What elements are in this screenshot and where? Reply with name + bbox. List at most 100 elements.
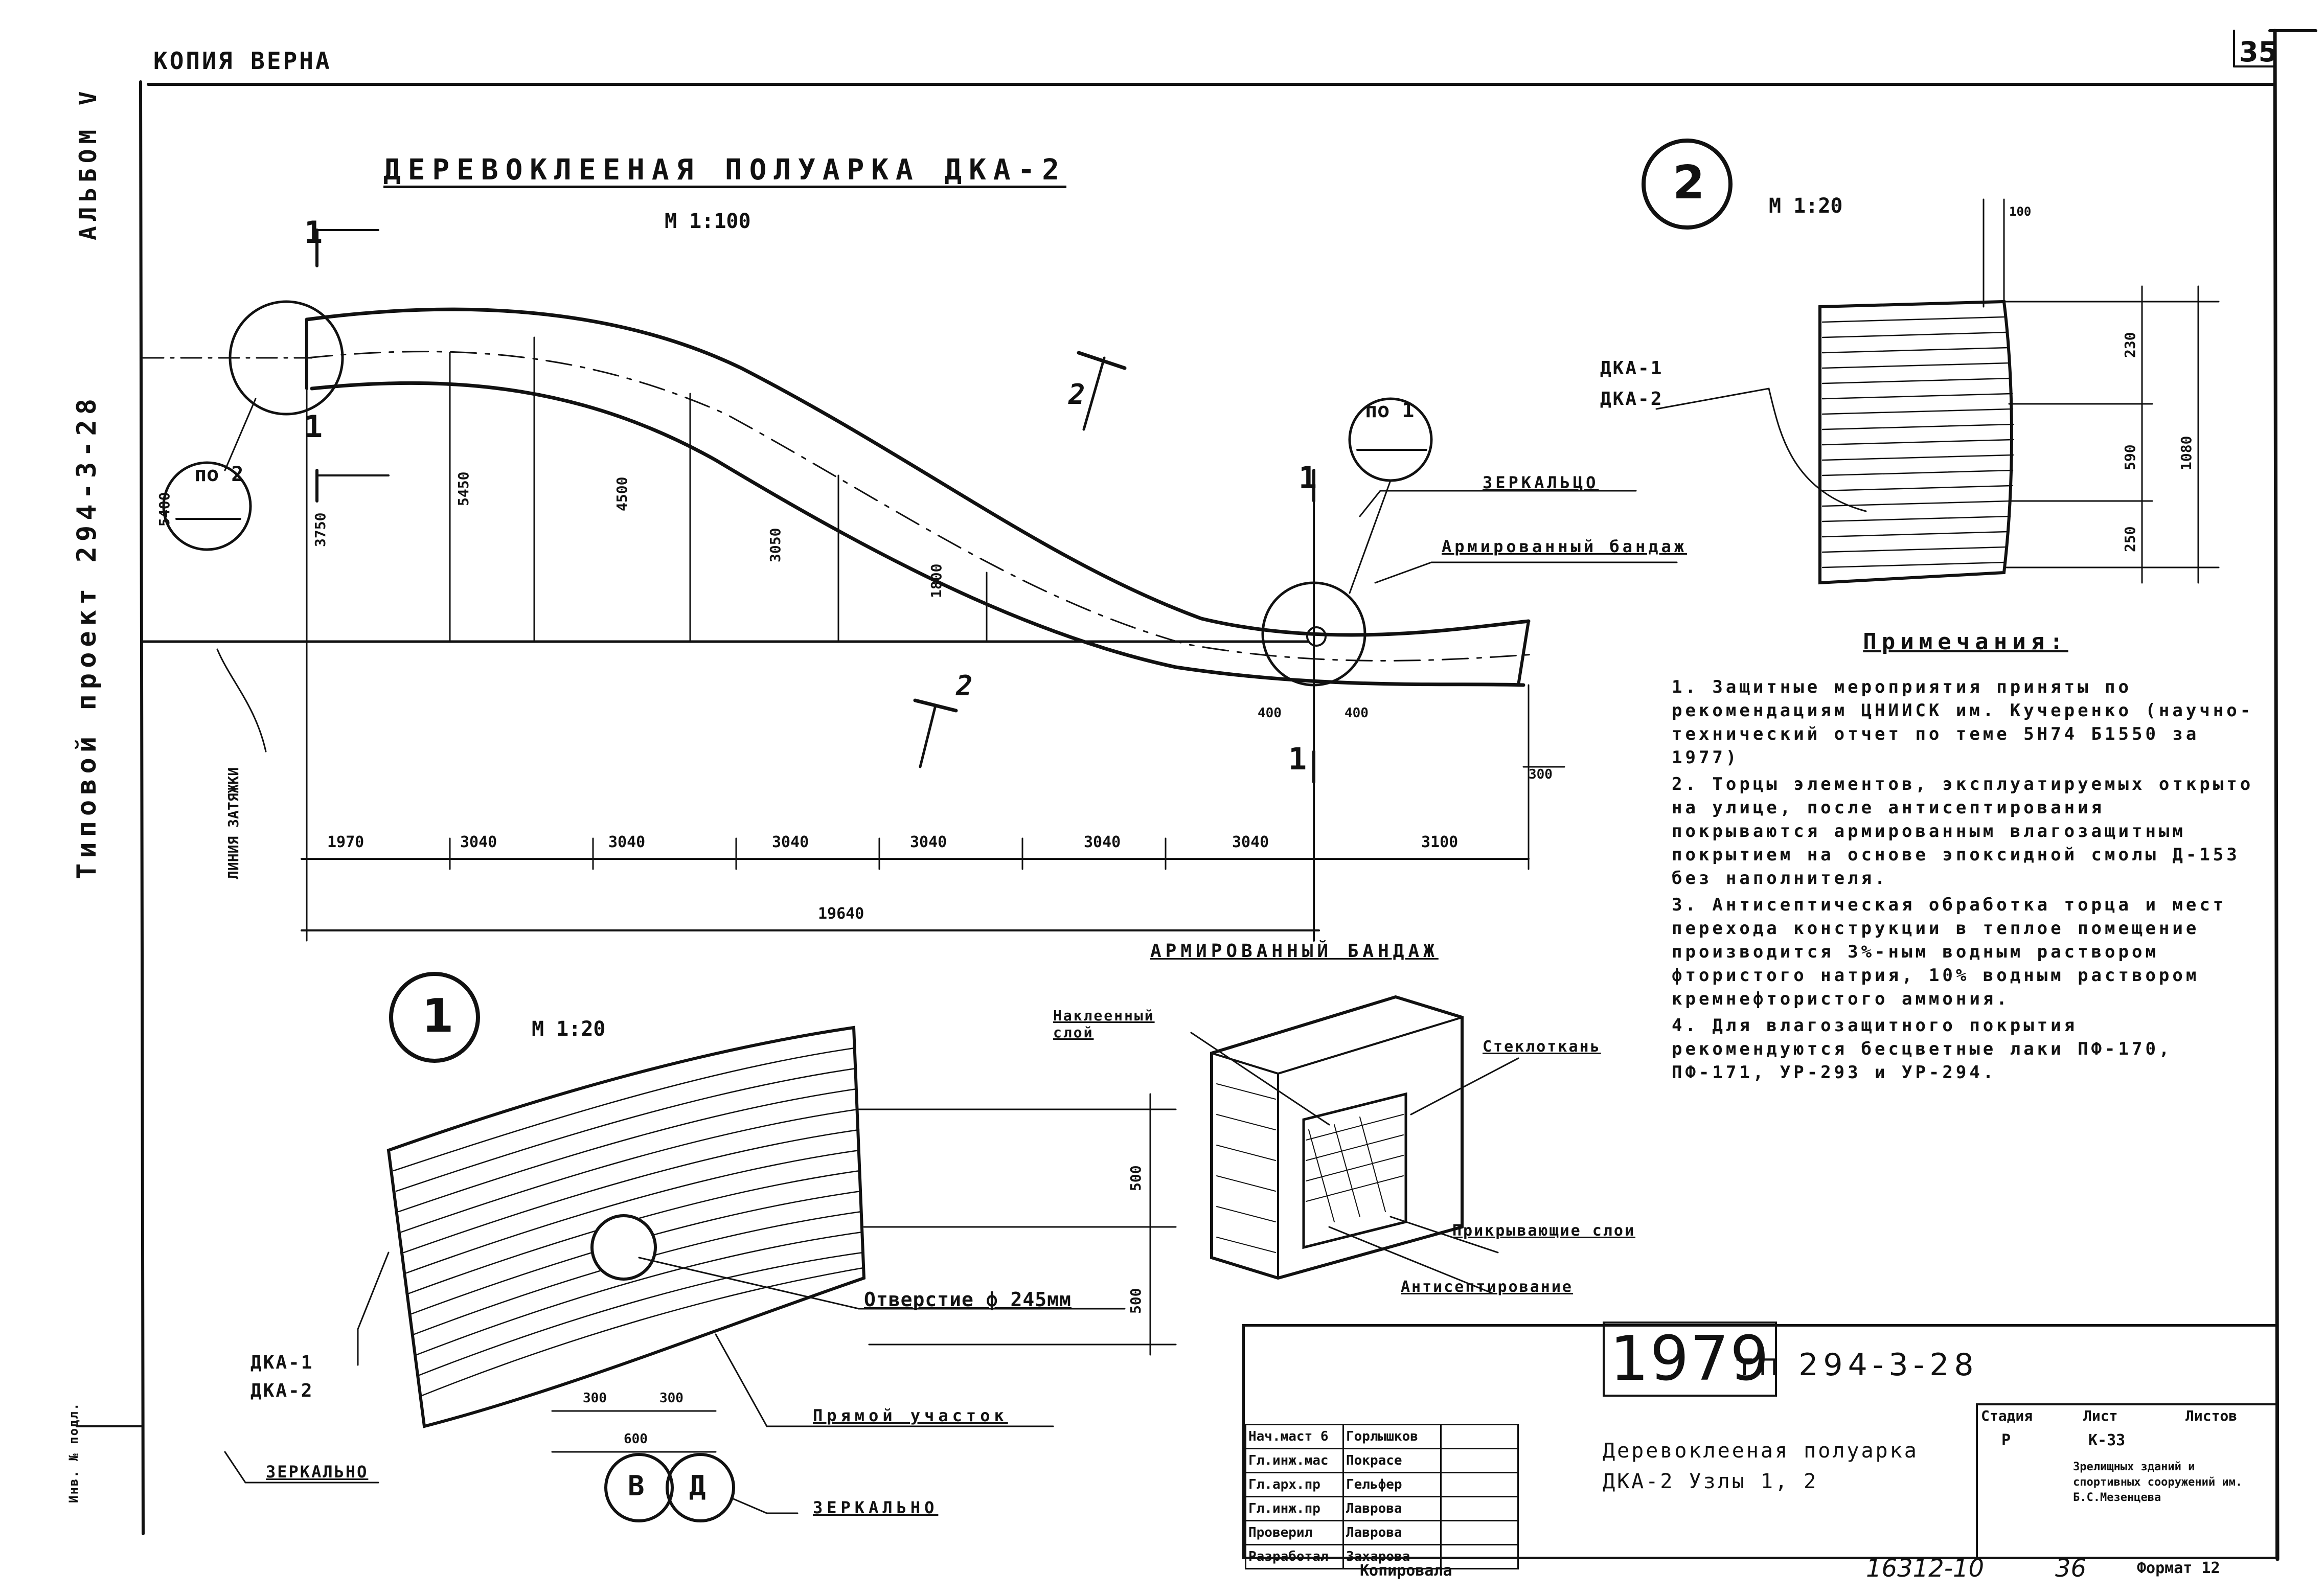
dim-1080: 1080 bbox=[2178, 436, 2195, 470]
dim-5400: 5400 bbox=[156, 492, 173, 527]
dim-3100: 3100 bbox=[1421, 833, 1459, 851]
section-mark-1-right: 1 bbox=[1298, 460, 1317, 496]
ref-po1: по 1 bbox=[1365, 399, 1415, 422]
margin-note: Инв. № подл. bbox=[66, 1402, 81, 1503]
dim-400-b: 400 bbox=[1345, 705, 1369, 721]
inventory-number: 16312-10 bbox=[1866, 1554, 1985, 1583]
dim-total-19640: 19640 bbox=[818, 905, 864, 923]
ref-po2: по 2 bbox=[194, 463, 244, 486]
tb-name: Лаврова bbox=[1342, 1496, 1442, 1521]
dim-500-b: 500 bbox=[1127, 1288, 1144, 1314]
mirror-label-elev: ЗЕРКАЛЬЦО bbox=[1483, 473, 1599, 492]
format-label: Формат 12 bbox=[2137, 1559, 2220, 1577]
tb-name: Покрасе bbox=[1342, 1448, 1442, 1473]
note-item: 2. Торцы элементов, эксплуатируемых откр… bbox=[1672, 774, 2254, 889]
section-mark-2-top: 2 bbox=[1068, 378, 1085, 411]
section-mark-2-bottom: 2 bbox=[956, 670, 973, 702]
dim-300: 300 bbox=[1529, 767, 1553, 782]
copy-stamp: КОПИЯ ВЕРНА bbox=[153, 47, 332, 75]
axis-d: Д bbox=[689, 1470, 706, 1502]
tb-year: 1979 bbox=[1603, 1322, 1778, 1397]
tie-line-label: ЛИНИЯ ЗАТЯЖКИ bbox=[225, 767, 242, 879]
dim-3750: 3750 bbox=[312, 512, 329, 547]
note-item: 3. Антисептическая обработка торца и мес… bbox=[1672, 895, 2227, 1009]
tb-role: Нач.маст 6 bbox=[1245, 1424, 1344, 1449]
tb-sheet-header: Лист bbox=[2083, 1407, 2118, 1424]
bandage-fiber-label: Стеклоткань bbox=[1483, 1038, 1601, 1056]
dim-3040-e: 3040 bbox=[1084, 833, 1121, 851]
tb-role: Разработал bbox=[1245, 1544, 1344, 1569]
tb-desc-2: ДКА-2 Узлы 1, 2 bbox=[1603, 1470, 1818, 1493]
note-item: 4. Для влагозащитного покрытия рекоменду… bbox=[1672, 1015, 2173, 1083]
tb-role: Проверил bbox=[1245, 1520, 1344, 1545]
tb-organization: Зрелищных зданий и спортивных сооружений… bbox=[2073, 1461, 2243, 1504]
section-mark-1-left: 1 bbox=[304, 409, 323, 445]
tb-checked-label: Копировала bbox=[1360, 1562, 1452, 1580]
armed-bandage-label: Армированный бандаж bbox=[1442, 537, 1688, 556]
node-1-label-dka1: ДКА-1 bbox=[250, 1352, 314, 1373]
node-1-label-dka2: ДКА-2 bbox=[250, 1380, 314, 1401]
project-label: Типовой проект 294-3-28 bbox=[72, 393, 102, 879]
tb-code: тп 294-3-28 bbox=[1736, 1347, 1979, 1383]
tb-sheets-header: Листов bbox=[2185, 1407, 2238, 1424]
section-mark-1-bottom: 1 bbox=[1288, 741, 1307, 777]
node-1-mirror-bottom: ЗЕРКАЛЬНО bbox=[813, 1498, 939, 1517]
node-2-label-dka1: ДКА-1 bbox=[1600, 358, 1664, 379]
node-1-number: 1 bbox=[422, 989, 454, 1043]
dim-500-a: 500 bbox=[1127, 1165, 1144, 1191]
dim-250: 250 bbox=[2122, 526, 2138, 552]
drawing-title: ДЕРЕВОКЛЕЕНАЯ ПОЛУАРКА ДКА-2 bbox=[383, 153, 1067, 187]
notes-block: Примечания: 1. Защитные мероприятия прин… bbox=[1672, 629, 2260, 1087]
dim-3040-f: 3040 bbox=[1232, 833, 1269, 851]
tb-name: Гельфер bbox=[1342, 1472, 1442, 1497]
bandage-glue-label: Наклеенный слой bbox=[1053, 1007, 1155, 1041]
section-mark-1-top: 1 bbox=[304, 215, 323, 251]
album-label: АЛЬБОМ V bbox=[74, 86, 102, 240]
tb-sheet: К-33 bbox=[2088, 1431, 2126, 1449]
tb-stage: Р bbox=[2001, 1431, 2011, 1449]
dim-300-b: 300 bbox=[659, 1391, 683, 1406]
node-1-scale: М 1:20 bbox=[532, 1017, 606, 1041]
dim-100: 100 bbox=[2009, 204, 2032, 219]
dim-230: 230 bbox=[2122, 332, 2138, 358]
notes-title: Примечания: bbox=[1863, 629, 2068, 655]
tb-name: Лаврова bbox=[1342, 1520, 1442, 1545]
bandage-layers-label: Прикрывающие слои bbox=[1452, 1222, 1636, 1240]
note-item: 1. Защитные мероприятия приняты по реком… bbox=[1672, 677, 2254, 768]
tb-name: Горлышков bbox=[1342, 1424, 1442, 1449]
dim-3050: 3050 bbox=[767, 528, 784, 562]
dim-1970: 1970 bbox=[327, 833, 364, 851]
main-scale: М 1:100 bbox=[665, 210, 751, 233]
dim-590: 590 bbox=[2122, 444, 2138, 470]
tb-stage-header: Стадия bbox=[1981, 1407, 2033, 1424]
dim-4500: 4500 bbox=[613, 476, 630, 511]
hole-label: Отверстие ф 245мм bbox=[864, 1288, 1072, 1311]
dim-300-a: 300 bbox=[583, 1391, 607, 1406]
tb-role: Гл.арх.пр bbox=[1245, 1472, 1344, 1497]
node-1-mirror-left: ЗЕРКАЛЬНО bbox=[266, 1462, 369, 1482]
dim-3040-d: 3040 bbox=[910, 833, 947, 851]
bandage-antiseptic-label: Антисептирование bbox=[1401, 1278, 1573, 1296]
sheet-number: 35 bbox=[2239, 36, 2278, 68]
dim-3040-b: 3040 bbox=[608, 833, 646, 851]
dim-5450: 5450 bbox=[455, 471, 472, 506]
node-2-scale: М 1:20 bbox=[1769, 194, 1843, 218]
dim-400-a: 400 bbox=[1258, 705, 1282, 721]
node-2-number: 2 bbox=[1673, 156, 1705, 210]
dim-600: 600 bbox=[624, 1431, 648, 1447]
dim-3040-c: 3040 bbox=[772, 833, 809, 851]
tb-role: Гл.инж.мас bbox=[1245, 1448, 1344, 1473]
dim-3040-a: 3040 bbox=[460, 833, 497, 851]
tb-role: Гл.инж.пр bbox=[1245, 1496, 1344, 1521]
node-2-label-dka2: ДКА-2 bbox=[1600, 389, 1664, 409]
straight-section-label: Прямой участок bbox=[813, 1406, 1008, 1425]
tb-desc-1: Деревоклееная полуарка bbox=[1603, 1439, 1919, 1463]
axis-b: В bbox=[628, 1470, 645, 1502]
bandage-title: АРМИРОВАННЫЙ БАНДАЖ bbox=[1150, 941, 1439, 962]
tb-name: Захарова bbox=[1342, 1544, 1442, 1569]
page-number: 36 bbox=[2055, 1554, 2087, 1583]
dim-1800: 1800 bbox=[928, 563, 945, 598]
